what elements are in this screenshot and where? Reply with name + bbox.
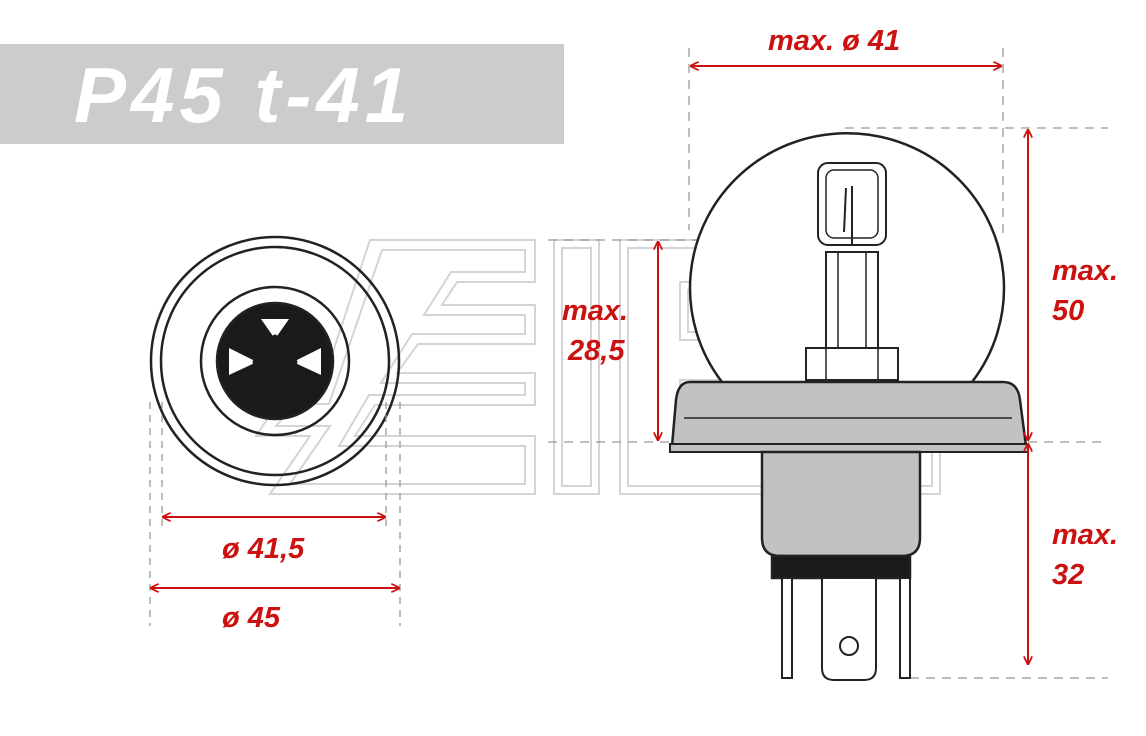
bulb-stem — [825, 251, 879, 349]
reference-flange — [670, 380, 1028, 448]
base-height-label-2: 32 — [1052, 559, 1085, 591]
bulb-height-label-1: max. — [1052, 255, 1119, 287]
filament-shield — [817, 162, 887, 246]
side-view — [669, 132, 1029, 681]
bulb-height-label-2: 50 — [1052, 295, 1085, 327]
front-view — [149, 235, 401, 487]
side-dimensions — [658, 66, 1028, 664]
inner-diameter-label: ø 41,5 — [222, 533, 305, 565]
base-seal-ring — [770, 554, 912, 580]
socket-ring-circle — [199, 285, 351, 437]
contact-disc — [215, 301, 335, 421]
outer-flange-circle — [149, 235, 401, 487]
focal-height-label-2: 28,5 — [568, 335, 625, 367]
product-title: P45 t-41 — [74, 51, 414, 139]
front-guides — [149, 402, 401, 626]
inner-flange-circle — [159, 245, 391, 477]
outer-diameter-label: ø 45 — [222, 602, 281, 634]
focal-height-label-1: max. — [562, 295, 629, 327]
base-height-label-1: max. — [1052, 519, 1119, 551]
title-banner — [0, 44, 564, 144]
filament — [843, 186, 853, 244]
center-terminal — [821, 577, 877, 681]
front-dimensions — [151, 517, 399, 588]
right-terminal — [899, 577, 911, 679]
contact-pins — [229, 319, 321, 375]
left-terminal — [781, 577, 793, 679]
stem-collar — [805, 347, 899, 381]
lamp-base — [760, 450, 922, 558]
bulb-diameter-label: max. ø 41 — [768, 25, 901, 57]
